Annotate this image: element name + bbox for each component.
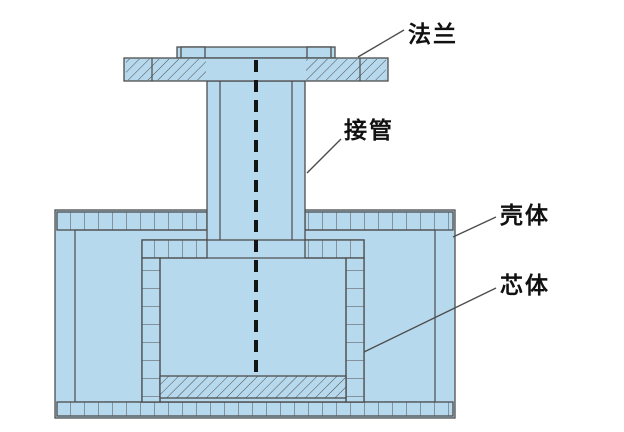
pipe-label: 接管 (344, 118, 394, 144)
shell-label: 壳体 (500, 203, 550, 229)
core-shape (141, 239, 365, 403)
pipe-leader-line (306, 138, 342, 174)
flange-label: 法兰 (408, 22, 458, 48)
core-label: 芯体 (500, 273, 550, 299)
flange-leader-line (357, 29, 405, 58)
core-leader-line (363, 287, 497, 353)
shell-leader-line (452, 216, 497, 238)
